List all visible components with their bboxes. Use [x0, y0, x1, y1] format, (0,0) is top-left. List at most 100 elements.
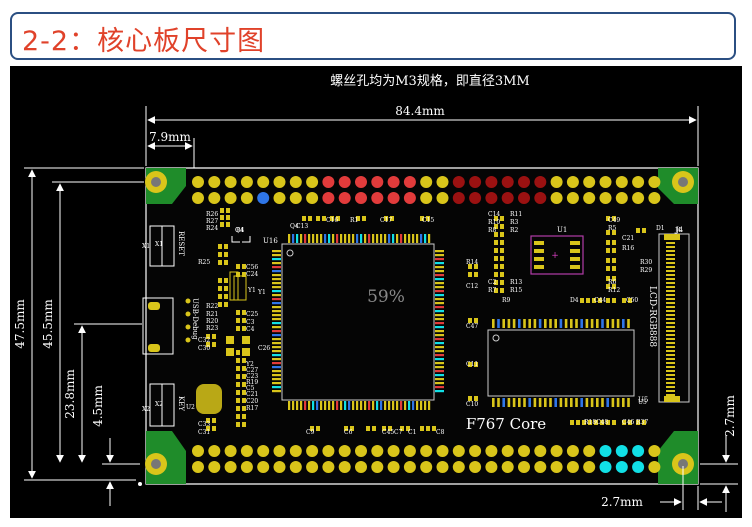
- header-pin-bottom: [452, 461, 465, 473]
- header-pin-top: [452, 192, 465, 204]
- designator-label: C14: [488, 211, 500, 218]
- designator-label: C12: [466, 283, 478, 290]
- key-button: X2 KEY: [149, 383, 185, 427]
- header-pin-bottom: [192, 461, 204, 473]
- designator-label: R8: [488, 227, 497, 234]
- designator-label: C8: [436, 429, 445, 436]
- header-pin-top: [192, 192, 204, 204]
- header-pin-top: [371, 192, 384, 204]
- page-title: 2-2：核心板尺寸图: [22, 26, 266, 57]
- designator-label: R4: [236, 227, 245, 234]
- designator-labels: R26R27R24R25R22R21R20R23C32C30C33C31C56C…: [142, 211, 681, 436]
- svg-text:+: +: [551, 251, 559, 261]
- header-pin-bottom: [371, 461, 384, 473]
- designator-label: R29: [640, 267, 652, 274]
- dim-height: 47.5mm: [13, 299, 27, 349]
- header-pin-top: [648, 192, 661, 204]
- header-pin-top: [208, 192, 221, 204]
- designator-label: C30: [198, 345, 210, 352]
- header-pin-top: [550, 192, 563, 204]
- header-pin-top: [387, 176, 400, 188]
- pcb-drawing: 螺丝孔均为M3规格，即直径3MM 59% U16 U5: [10, 66, 742, 518]
- header-pin-bottom: [436, 461, 449, 473]
- designator-label: C16: [326, 217, 338, 224]
- header-pin-top: [192, 176, 204, 188]
- header-pin-bottom: [420, 445, 433, 457]
- header-pin-bottom: [583, 461, 596, 473]
- label-u16: U16: [263, 237, 278, 245]
- designator-label: Q4: [290, 223, 299, 230]
- header-pin-bottom: [501, 461, 514, 473]
- header-pin-top: [273, 192, 286, 204]
- label-u5: U5: [638, 396, 648, 404]
- header-pin-bottom: [599, 461, 612, 473]
- header-pin-bottom: [338, 461, 351, 473]
- header-pin-bottom: [632, 461, 645, 473]
- designator-label: C10: [466, 401, 478, 408]
- header-pin-bottom: [615, 445, 628, 457]
- header-pin-top: [566, 176, 579, 188]
- header-pin-bottom: [322, 445, 335, 457]
- header-pin-bottom: [566, 445, 579, 457]
- header-pin-bottom: [469, 445, 482, 457]
- header-pin-bottom: [534, 445, 547, 457]
- designator-label: R23: [206, 325, 218, 332]
- designator-label: R14: [466, 259, 478, 266]
- designator-label: R12: [608, 287, 620, 294]
- designator-label: R21: [206, 311, 218, 318]
- designator-label: R7: [488, 287, 497, 294]
- header-pin-bottom: [518, 461, 530, 473]
- header-pin-bottom: [534, 461, 547, 473]
- label-u1: U1: [557, 226, 567, 234]
- header-pin-top: [583, 176, 596, 188]
- designator-label: C21: [246, 391, 258, 398]
- header-pin-top: [371, 176, 384, 188]
- reset-button: X1 RESET: [149, 225, 185, 267]
- header-pin-top: [289, 192, 302, 204]
- designator-label: R13: [510, 279, 522, 286]
- header-pin-top: [518, 192, 530, 204]
- designator-label: C5: [246, 385, 255, 392]
- header-pin-bottom: [355, 445, 367, 457]
- header-pin-top: [648, 176, 661, 188]
- dim-right-y: 2.7mm: [723, 394, 737, 436]
- header-pin-top: [550, 176, 563, 188]
- designator-label: R11: [510, 211, 522, 218]
- header-pin-bottom: [566, 461, 579, 473]
- header-pin-bottom: [371, 445, 384, 457]
- designator-label: R25: [198, 259, 210, 266]
- header-pin-top: [208, 176, 221, 188]
- header-pin-top: [534, 192, 547, 204]
- header-pin-top: [322, 192, 335, 204]
- header-pin-top: [403, 192, 416, 204]
- designator-label: R1: [350, 217, 358, 224]
- header-pin-top: [518, 176, 530, 188]
- designator-label: R27: [206, 218, 218, 225]
- label-j4: J4: [675, 226, 684, 234]
- header-pin-bottom: [208, 461, 221, 473]
- header-pin-top: [436, 176, 449, 188]
- designator-label: R19: [246, 379, 258, 386]
- designator-label: C1: [408, 429, 416, 436]
- svg-text:Q4: Q4: [235, 227, 244, 234]
- header-pin-bottom: [403, 445, 416, 457]
- header-pin-bottom: [599, 445, 612, 457]
- header-pin-bottom: [289, 445, 302, 457]
- designator-label: R30: [640, 259, 652, 266]
- designator-label: U5: [638, 399, 647, 406]
- title-box: 2-2：核心板尺寸图: [10, 12, 736, 60]
- header-pin-top: [240, 176, 253, 188]
- header-pin-top: [615, 176, 628, 188]
- designator-label: C4: [246, 326, 255, 333]
- header-pin-bottom: [550, 445, 563, 457]
- designator-label: C45: [382, 429, 394, 436]
- sdram-u5: U5: [487, 319, 648, 407]
- header-pin-top: [615, 192, 628, 204]
- header-pin-top: [224, 176, 237, 188]
- designator-label: R9: [502, 297, 511, 304]
- designator-label: C2: [488, 279, 497, 286]
- header-pin-top: [599, 176, 612, 188]
- designator-label: R5: [608, 225, 617, 232]
- designator-label: R18: [584, 419, 596, 426]
- header-pin-bottom: [387, 445, 400, 457]
